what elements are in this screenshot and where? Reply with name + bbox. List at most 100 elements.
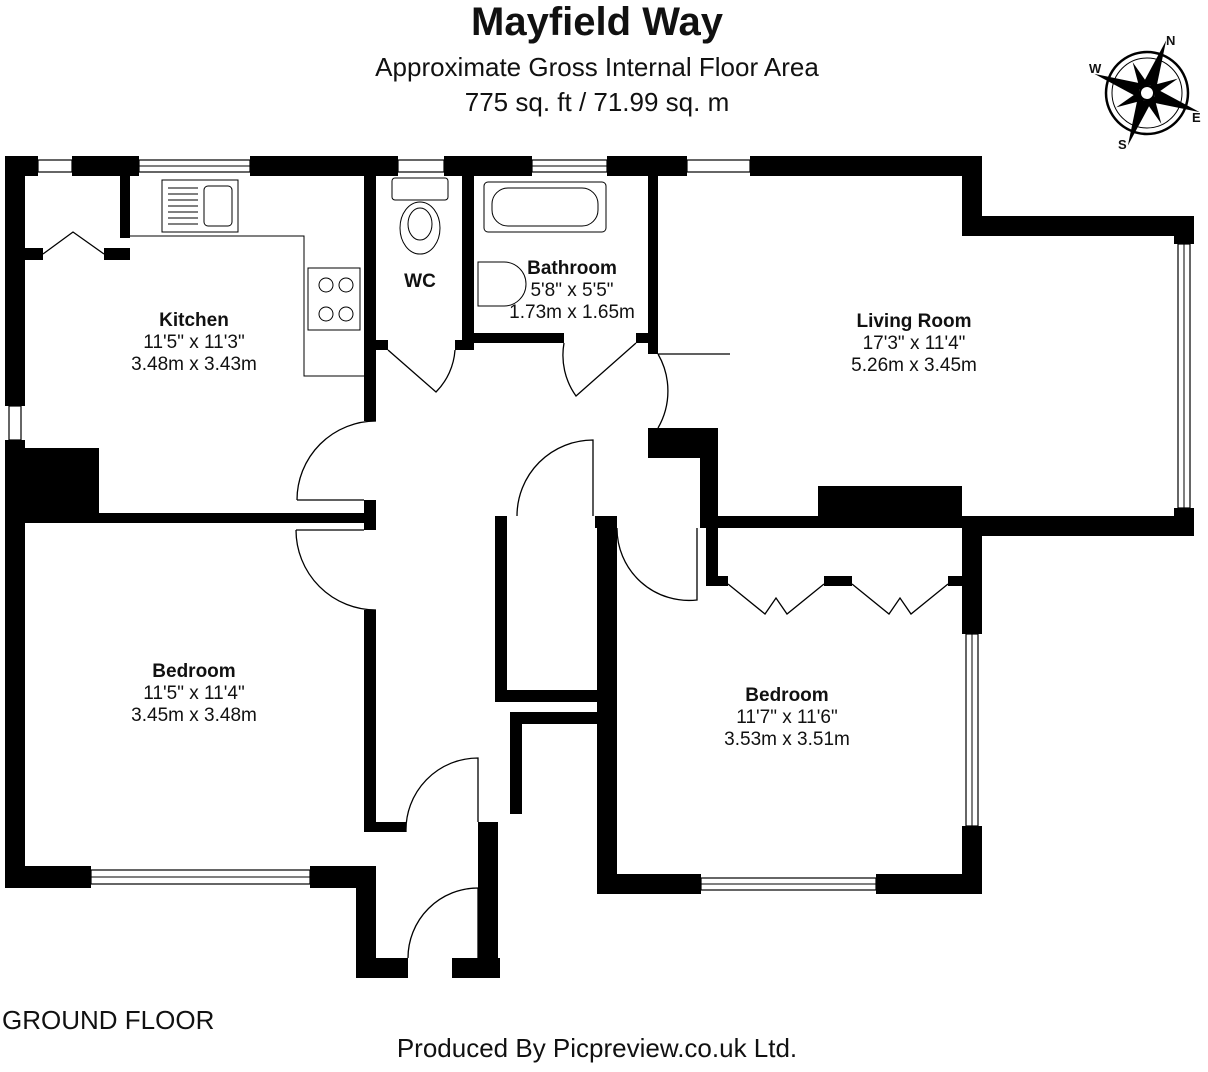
wardrobe-door: [851, 583, 949, 615]
window-lines: [91, 165, 1185, 885]
producer-credit: Produced By Picpreview.co.uk Ltd.: [396, 1033, 798, 1063]
room-dimensions-imperial: 11'5" x 11'3": [143, 332, 245, 353]
hob: [307, 267, 361, 331]
room-name: Bathroom: [527, 258, 617, 279]
compass-rose: [1094, 40, 1200, 146]
wall: [1174, 216, 1194, 244]
floor-label: GROUND FLOOR: [2, 1005, 215, 1035]
worktop: [130, 235, 364, 377]
wall: [356, 866, 376, 978]
wall: [597, 874, 701, 894]
room-dimensions-metric: 3.45m x 3.48m: [131, 705, 257, 726]
door-swing: [516, 439, 594, 517]
sanitary-fittings: [391, 177, 607, 307]
wall: [376, 340, 388, 350]
wall: [5, 866, 91, 888]
door-swing: [657, 353, 669, 429]
room-wc: WC: [404, 271, 436, 293]
window: [8, 405, 22, 441]
room-bedroom-left: Bedroom 11'5" x 11'4" 3.45m x 3.48m: [131, 661, 257, 727]
kitchen-fittings: [130, 179, 364, 377]
wall: [478, 822, 498, 832]
room-name: WC: [404, 271, 436, 292]
room-dimensions-imperial: 11'5" x 11'4": [143, 683, 245, 704]
wall: [495, 516, 507, 702]
wall: [824, 576, 852, 586]
wall: [5, 440, 25, 888]
wall: [478, 822, 498, 978]
room-name: Bedroom: [152, 661, 236, 682]
wall: [876, 874, 980, 894]
sink-unit: [161, 179, 239, 233]
wall: [99, 513, 364, 523]
wall: [72, 156, 139, 176]
wall: [356, 958, 408, 978]
wall: [636, 333, 658, 343]
door-swing: [387, 349, 456, 393]
basin: [477, 261, 527, 307]
door-swing: [295, 529, 377, 611]
toilet-cistern: [391, 177, 449, 201]
room-dimensions-metric: 5.26m x 3.45m: [851, 355, 977, 376]
door-swing: [562, 342, 637, 397]
doors: [42, 231, 949, 959]
wall: [510, 712, 610, 724]
wall: [700, 448, 718, 528]
wall: [25, 248, 43, 260]
wall: [5, 156, 25, 406]
room-dimensions-imperial: 11'7" x 11'6": [736, 707, 838, 728]
room-living-room: Living Room 17'3" x 11'4" 5.26m x 3.45m: [851, 311, 977, 377]
wall: [948, 576, 962, 586]
room-bathroom: Bathroom 5'8" x 5'5" 1.73m x 1.65m: [509, 258, 635, 324]
wall: [962, 516, 982, 634]
toilet-bowl: [399, 201, 441, 255]
wall: [962, 216, 1194, 236]
wall: [962, 826, 982, 894]
plan-title: Mayfield Way: [471, 0, 723, 44]
room-dimensions-imperial: 5'8" x 5'5": [530, 280, 614, 301]
compass-north: N: [1166, 33, 1176, 48]
chimney-breast: [5, 448, 99, 523]
floor-area: 775 sq. ft / 71.99 sq. m: [464, 87, 730, 117]
door-swing: [407, 887, 479, 959]
wall: [510, 712, 522, 814]
wall: [962, 516, 1194, 536]
wall: [607, 156, 687, 176]
room-dimensions-imperial: 17'3" x 11'4": [862, 333, 966, 354]
door-swing: [296, 420, 377, 501]
window: [37, 159, 73, 173]
wall: [597, 516, 617, 894]
wall: [462, 176, 474, 350]
chimney-breast: [818, 486, 962, 528]
wall: [364, 610, 376, 832]
compass-south: S: [1118, 137, 1127, 152]
wall: [376, 822, 406, 832]
wall: [495, 690, 615, 702]
wall: [706, 528, 718, 584]
window: [686, 159, 751, 173]
room-dimensions-metric: 3.53m x 3.51m: [724, 729, 850, 750]
wall: [444, 156, 532, 176]
wall: [104, 248, 130, 260]
window: [397, 159, 445, 173]
room-dimensions-metric: 3.48m x 3.43m: [131, 354, 257, 375]
walls: [5, 156, 1194, 978]
wall: [474, 333, 564, 343]
room-dimensions-metric: 1.73m x 1.65m: [509, 302, 635, 323]
room-bedroom-right: Bedroom 11'7" x 11'6" 3.53m x 3.51m: [724, 685, 850, 751]
room-name: Kitchen: [159, 310, 229, 331]
wall: [364, 500, 376, 530]
room-name: Bedroom: [745, 685, 829, 706]
door-swing: [616, 527, 698, 602]
wall: [250, 156, 398, 176]
bath: [483, 181, 607, 233]
cupboard-door: [42, 231, 105, 255]
wall: [648, 176, 658, 354]
sink-bowl: [203, 185, 233, 227]
wardrobe-door: [727, 583, 825, 615]
door-swing: [405, 757, 479, 833]
wall: [120, 176, 130, 238]
wall: [750, 156, 980, 176]
plan-subtitle: Approximate Gross Internal Floor Area: [375, 52, 819, 82]
